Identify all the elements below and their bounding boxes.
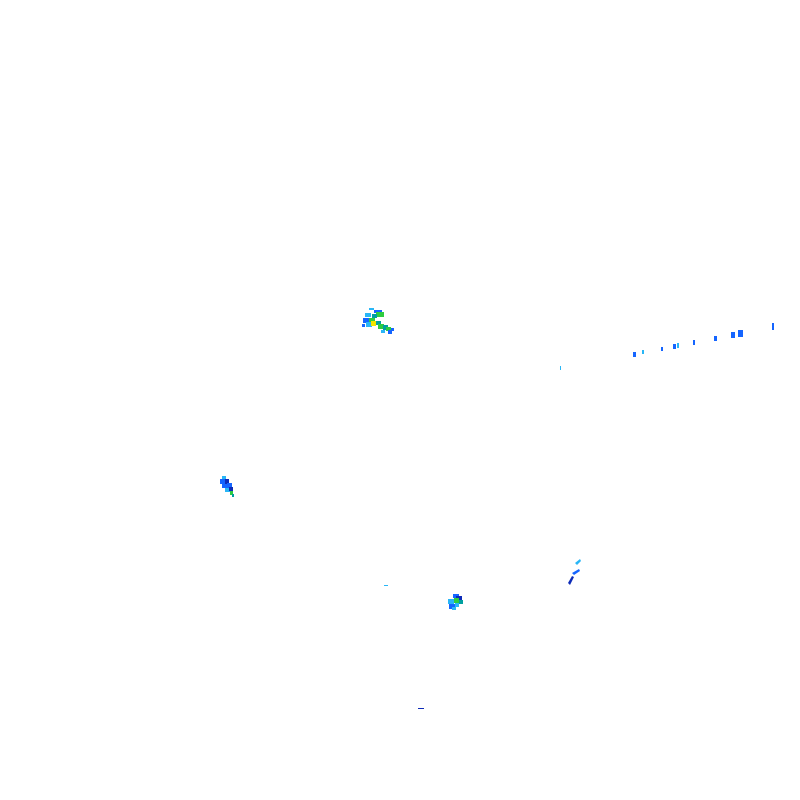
- echo-pixel: [362, 324, 365, 327]
- echo-pixel: [391, 328, 394, 331]
- echo-pixel: [452, 607, 456, 610]
- echo-streak-southeast: [568, 559, 581, 585]
- echo-pixel: [371, 321, 376, 326]
- echo-pixel: [365, 313, 371, 317]
- echo-pixel: [229, 487, 233, 491]
- echo-pixel: [386, 327, 391, 331]
- echo-pixel: [449, 604, 455, 609]
- echo-pixel: [418, 708, 424, 709]
- echo-pixel: [560, 366, 561, 370]
- echo-pixel: [225, 479, 229, 484]
- echo-pixel: [376, 312, 384, 317]
- echo-pixel: [448, 599, 454, 604]
- echo-pixel: [230, 491, 233, 495]
- echo-pixel: [568, 576, 574, 585]
- echo-pixel: [383, 325, 388, 330]
- echo-pixel: [388, 330, 392, 334]
- echo-pixel: [374, 310, 382, 313]
- echo-pixel: [384, 585, 388, 586]
- echo-pixel: [455, 603, 459, 607]
- echo-pixel: [459, 600, 463, 604]
- echo-cell-west: [220, 476, 234, 497]
- echo-pixel: [661, 347, 663, 351]
- echo-pixel: [366, 322, 372, 327]
- echo-pixel: [225, 488, 230, 492]
- echo-line-east: [633, 323, 774, 357]
- echo-speck-south: [384, 585, 388, 586]
- echo-pixel: [220, 479, 225, 484]
- echo-pixel: [642, 350, 644, 354]
- echo-pixel: [222, 484, 227, 488]
- echo-pixel: [372, 314, 377, 318]
- echo-pixel: [378, 324, 384, 329]
- echo-pixel: [633, 352, 636, 357]
- echo-pixel: [376, 321, 381, 325]
- echo-pixel: [772, 323, 774, 330]
- echo-pixel: [454, 598, 459, 603]
- echo-pixel: [381, 330, 385, 333]
- echo-pixel: [222, 476, 226, 480]
- echo-pixel: [232, 494, 234, 497]
- echo-pixel: [363, 318, 369, 323]
- echo-speck-center: [560, 366, 561, 370]
- echo-pixel: [369, 318, 375, 323]
- echo-pixel: [738, 330, 743, 337]
- echo-cell-south: [448, 594, 463, 610]
- echo-pixel: [714, 336, 717, 341]
- echo-speck-far-south: [418, 708, 424, 709]
- echo-pixel: [369, 308, 374, 310]
- echo-pixel: [572, 569, 580, 575]
- echo-pixel: [731, 332, 735, 338]
- echo-pixel: [677, 343, 679, 348]
- echo-pixel: [575, 559, 581, 565]
- echo-pixel: [693, 340, 695, 345]
- echo-pixel: [673, 344, 676, 349]
- echo-cell-north-center: [362, 308, 394, 334]
- echo-pixel: [227, 483, 232, 488]
